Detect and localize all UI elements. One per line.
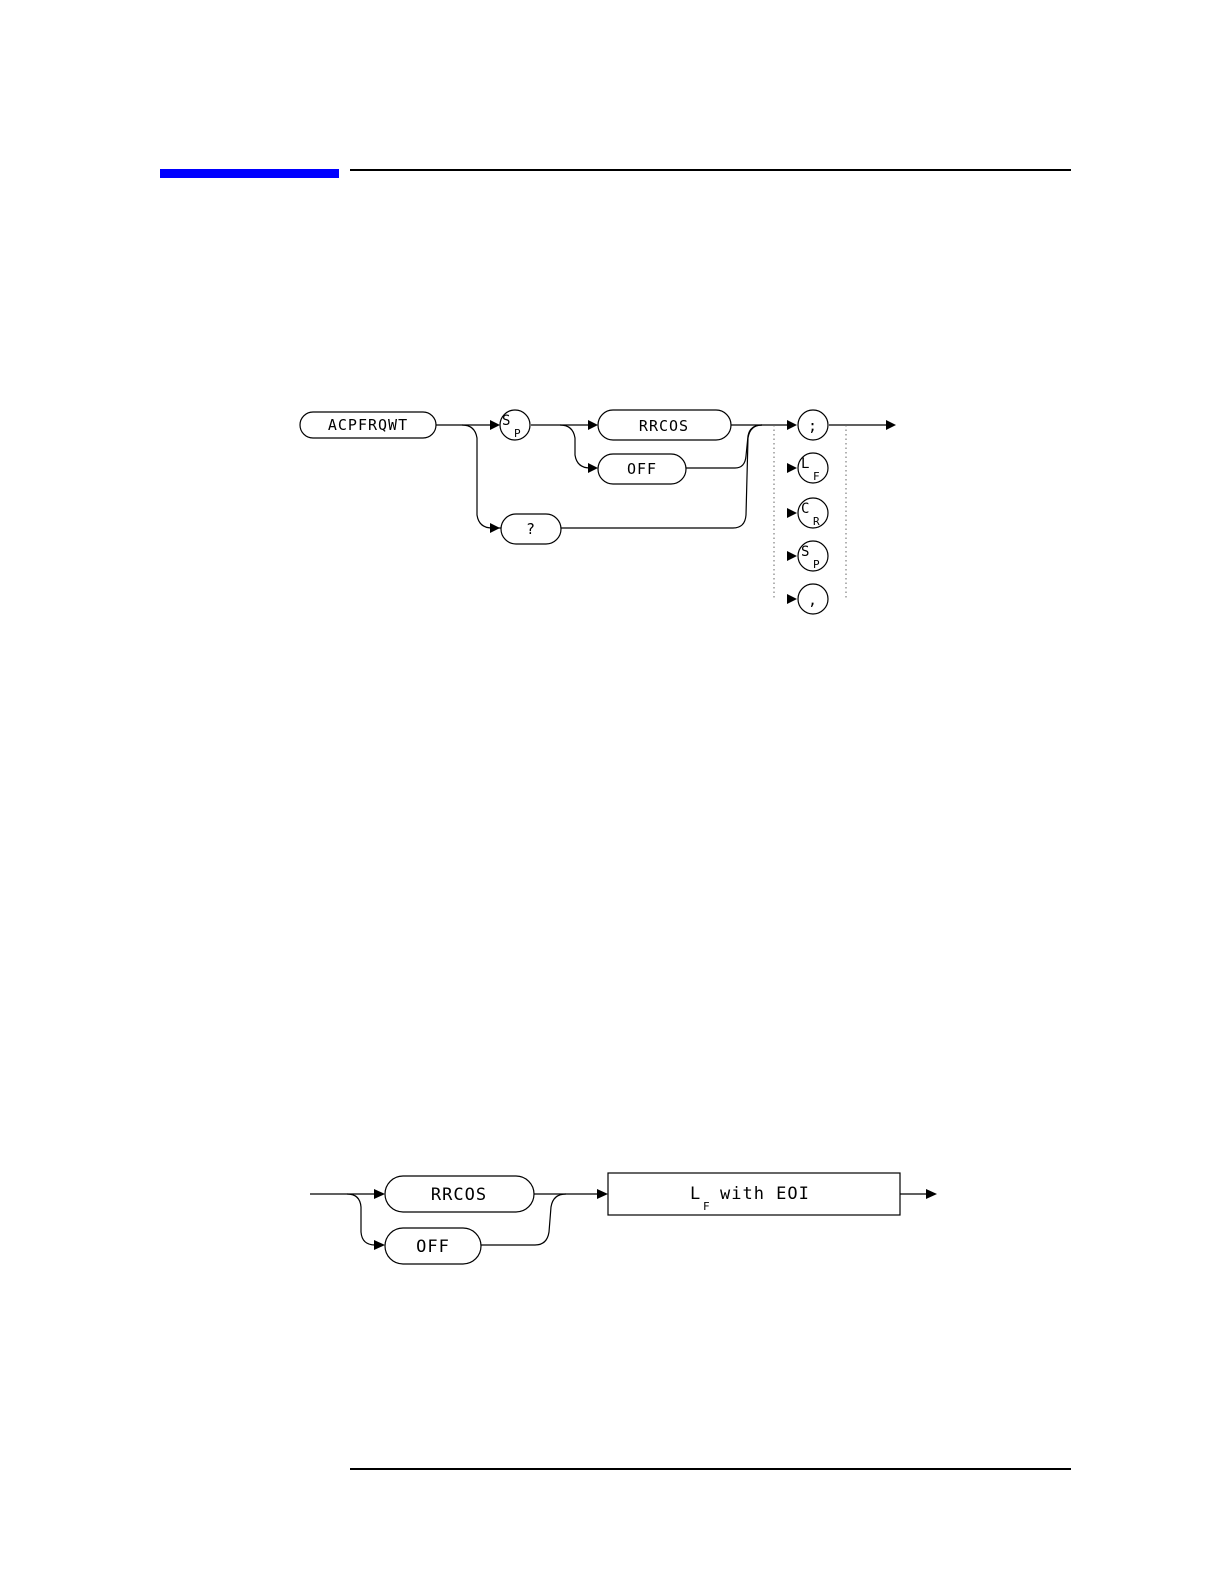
arrow-response-to-off	[374, 1240, 385, 1250]
header-rule	[350, 169, 1071, 171]
arrow-to-query	[490, 523, 500, 533]
arrow-to-semicolon	[787, 420, 797, 430]
line-sp-to-off	[560, 425, 590, 468]
sp-terminator-sub-letter: P	[813, 558, 820, 571]
sp-terminator-main-letter: S	[801, 544, 809, 560]
arrow-to-sp	[490, 420, 500, 430]
response-rrcos-keyword: RRCOS	[431, 1185, 487, 1205]
arrow-to-cr	[787, 508, 797, 518]
sp-sub-letter: P	[514, 427, 521, 440]
line-command-to-split	[436, 425, 501, 528]
rrcos-keyword: RRCOS	[639, 417, 689, 435]
lf-sub-letter: F	[813, 470, 820, 483]
arrow-to-lf	[787, 463, 797, 473]
arrow-response-exit	[926, 1189, 937, 1199]
arrow-to-comma	[787, 594, 797, 604]
section-accent-bar	[160, 169, 339, 178]
cr-main-letter: C	[801, 501, 809, 517]
response-terminator-sub-letter: F	[703, 1200, 710, 1213]
syntax-diagram: ACPFRQWT S P RRCOS OFF ? ; L F C R S P ,	[0, 380, 1224, 630]
footer-rule	[350, 1468, 1071, 1470]
cr-sub-letter: R	[813, 515, 820, 528]
comma-symbol: ,	[808, 591, 818, 609]
query-symbol: ?	[526, 520, 536, 538]
arrow-exit	[886, 420, 896, 430]
response-diagram: RRCOS OFF L F with EOI	[0, 1150, 1224, 1280]
response-off-keyword: OFF	[416, 1237, 450, 1257]
response-terminator-suffix: with EOI	[720, 1184, 810, 1204]
arrow-response-to-rrcos	[374, 1189, 385, 1199]
lf-main-letter: L	[801, 456, 809, 472]
arrow-to-off	[588, 463, 598, 473]
command-keyword: ACPFRQWT	[328, 416, 408, 434]
arrow-to-rrcos	[588, 420, 598, 430]
sp-main-letter: S	[502, 413, 510, 429]
arrow-to-sp-terminator	[787, 551, 797, 561]
off-keyword: OFF	[627, 460, 657, 478]
response-terminator-main-letter: L	[690, 1184, 701, 1204]
semicolon-symbol: ;	[808, 417, 818, 435]
arrow-response-to-terminator	[597, 1189, 608, 1199]
line-response-entry-to-off	[347, 1194, 375, 1245]
